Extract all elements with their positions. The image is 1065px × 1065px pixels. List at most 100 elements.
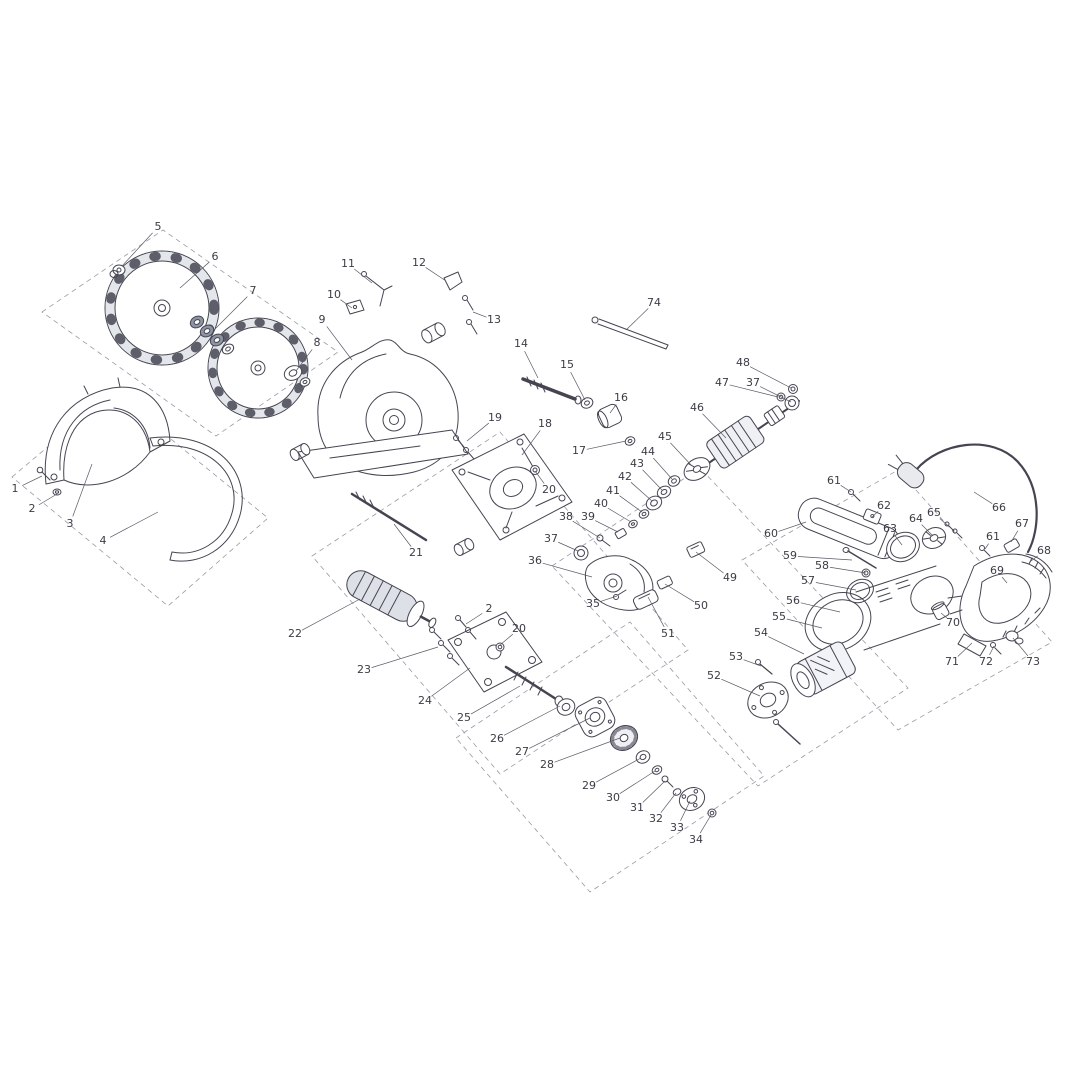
leader-line-51 bbox=[647, 596, 665, 628]
part-label-56: 56 bbox=[786, 594, 800, 607]
part-label-60: 60 bbox=[764, 527, 778, 540]
leader-line-52 bbox=[721, 678, 761, 697]
part-label-14: 14 bbox=[514, 337, 528, 350]
air-baffle bbox=[747, 681, 789, 719]
guard-screw bbox=[36, 466, 51, 481]
leader-line-53 bbox=[743, 659, 762, 667]
stator-screw-long bbox=[755, 659, 801, 745]
part-label-43: 43 bbox=[630, 457, 644, 470]
leader-line-39 bbox=[594, 520, 619, 533]
part-label-13: 13 bbox=[487, 313, 501, 326]
leader-line-10 bbox=[340, 299, 353, 309]
leader-line-15 bbox=[570, 371, 586, 401]
leader-line-33 bbox=[680, 800, 691, 821]
leader-line-2 bbox=[38, 493, 58, 506]
part-label-21: 21 bbox=[409, 546, 423, 559]
part-label-61: 61 bbox=[827, 474, 841, 487]
leader-line-54 bbox=[768, 636, 805, 655]
leader-line-47 bbox=[729, 384, 779, 398]
leader-line-41 bbox=[619, 495, 643, 513]
leader-line-8 bbox=[295, 349, 313, 372]
part-label-12: 12 bbox=[412, 256, 426, 269]
part-label-20: 20 bbox=[512, 622, 526, 635]
leader-line-35 bbox=[600, 595, 618, 602]
trigger-switch bbox=[632, 589, 659, 610]
leader-line-40 bbox=[607, 507, 632, 523]
wind-baffle bbox=[921, 527, 947, 549]
blade-bolt bbox=[109, 264, 126, 278]
part-label-26: 26 bbox=[490, 732, 504, 745]
part-label-42: 42 bbox=[618, 470, 632, 483]
plate-nut bbox=[495, 642, 505, 652]
cord-clamp bbox=[1003, 538, 1020, 553]
roller-bearing bbox=[453, 538, 475, 556]
part-label-52: 52 bbox=[707, 669, 721, 682]
flexible-band bbox=[149, 436, 243, 562]
leader-line-26 bbox=[503, 705, 561, 736]
leader-line-73 bbox=[1012, 637, 1029, 657]
baffle-screws bbox=[944, 521, 963, 539]
leader-line-61 bbox=[984, 543, 989, 550]
leader-line-63 bbox=[894, 535, 903, 546]
leader-line-57 bbox=[815, 582, 857, 591]
part-label-22: 22 bbox=[288, 627, 302, 640]
blade-spacers bbox=[189, 315, 235, 355]
part-label-3: 3 bbox=[67, 517, 74, 530]
bracket bbox=[345, 299, 365, 315]
base-screw bbox=[990, 642, 1002, 655]
guard-washer bbox=[52, 488, 62, 496]
part-label-49: 49 bbox=[723, 571, 737, 584]
leader-line-29 bbox=[595, 757, 642, 783]
roller-bearing bbox=[289, 443, 311, 461]
carbon-brush bbox=[656, 575, 673, 590]
leader-line-46 bbox=[702, 413, 727, 439]
saw-blade-inner bbox=[207, 317, 309, 419]
field-ring bbox=[886, 531, 920, 563]
part-label-7: 7 bbox=[250, 284, 257, 297]
part-label-11: 11 bbox=[341, 257, 355, 270]
part-label-46: 46 bbox=[690, 401, 704, 414]
part-label-58: 58 bbox=[815, 559, 829, 572]
power-cord bbox=[914, 443, 1038, 554]
leader-line-38 bbox=[572, 520, 601, 539]
part-label-65: 65 bbox=[927, 506, 941, 519]
leader-line-6 bbox=[179, 262, 210, 289]
plate-screws bbox=[453, 435, 475, 460]
part-label-4: 4 bbox=[100, 534, 107, 547]
part-label-39: 39 bbox=[581, 510, 595, 523]
shaft-bearing bbox=[556, 698, 576, 716]
handle-screw bbox=[848, 489, 861, 502]
part-label-51: 51 bbox=[661, 627, 675, 640]
bushing bbox=[596, 403, 623, 429]
leader-line-67 bbox=[1010, 530, 1019, 543]
leader-line-12 bbox=[425, 267, 447, 282]
part-label-31: 31 bbox=[630, 801, 644, 814]
leader-line-24 bbox=[431, 667, 471, 697]
armature bbox=[699, 400, 800, 470]
part-label-30: 30 bbox=[606, 791, 620, 804]
part-label-53: 53 bbox=[729, 650, 743, 663]
part-label-37: 37 bbox=[544, 532, 558, 545]
leader-line-56 bbox=[800, 602, 841, 613]
leader-line-5 bbox=[121, 232, 153, 267]
leader-line-64 bbox=[921, 524, 934, 537]
leader-line-60 bbox=[778, 521, 807, 532]
leader-line-1 bbox=[22, 475, 43, 486]
gear-housing bbox=[297, 339, 469, 479]
leader-line-25 bbox=[470, 685, 521, 715]
leader-line-16 bbox=[609, 404, 617, 414]
depth-lever bbox=[443, 271, 478, 335]
part-label-44: 44 bbox=[641, 445, 655, 458]
leader-line-4 bbox=[109, 511, 159, 538]
part-label-66: 66 bbox=[992, 501, 1006, 514]
leader-line-31 bbox=[642, 780, 666, 803]
part-label-1: 1 bbox=[12, 482, 19, 495]
leader-line-9 bbox=[326, 326, 353, 361]
leader-line-28 bbox=[554, 737, 621, 763]
part-label-33: 33 bbox=[670, 821, 684, 834]
part-label-10: 10 bbox=[327, 288, 341, 301]
part-label-27: 27 bbox=[515, 745, 529, 758]
leader-line-27 bbox=[528, 717, 591, 749]
